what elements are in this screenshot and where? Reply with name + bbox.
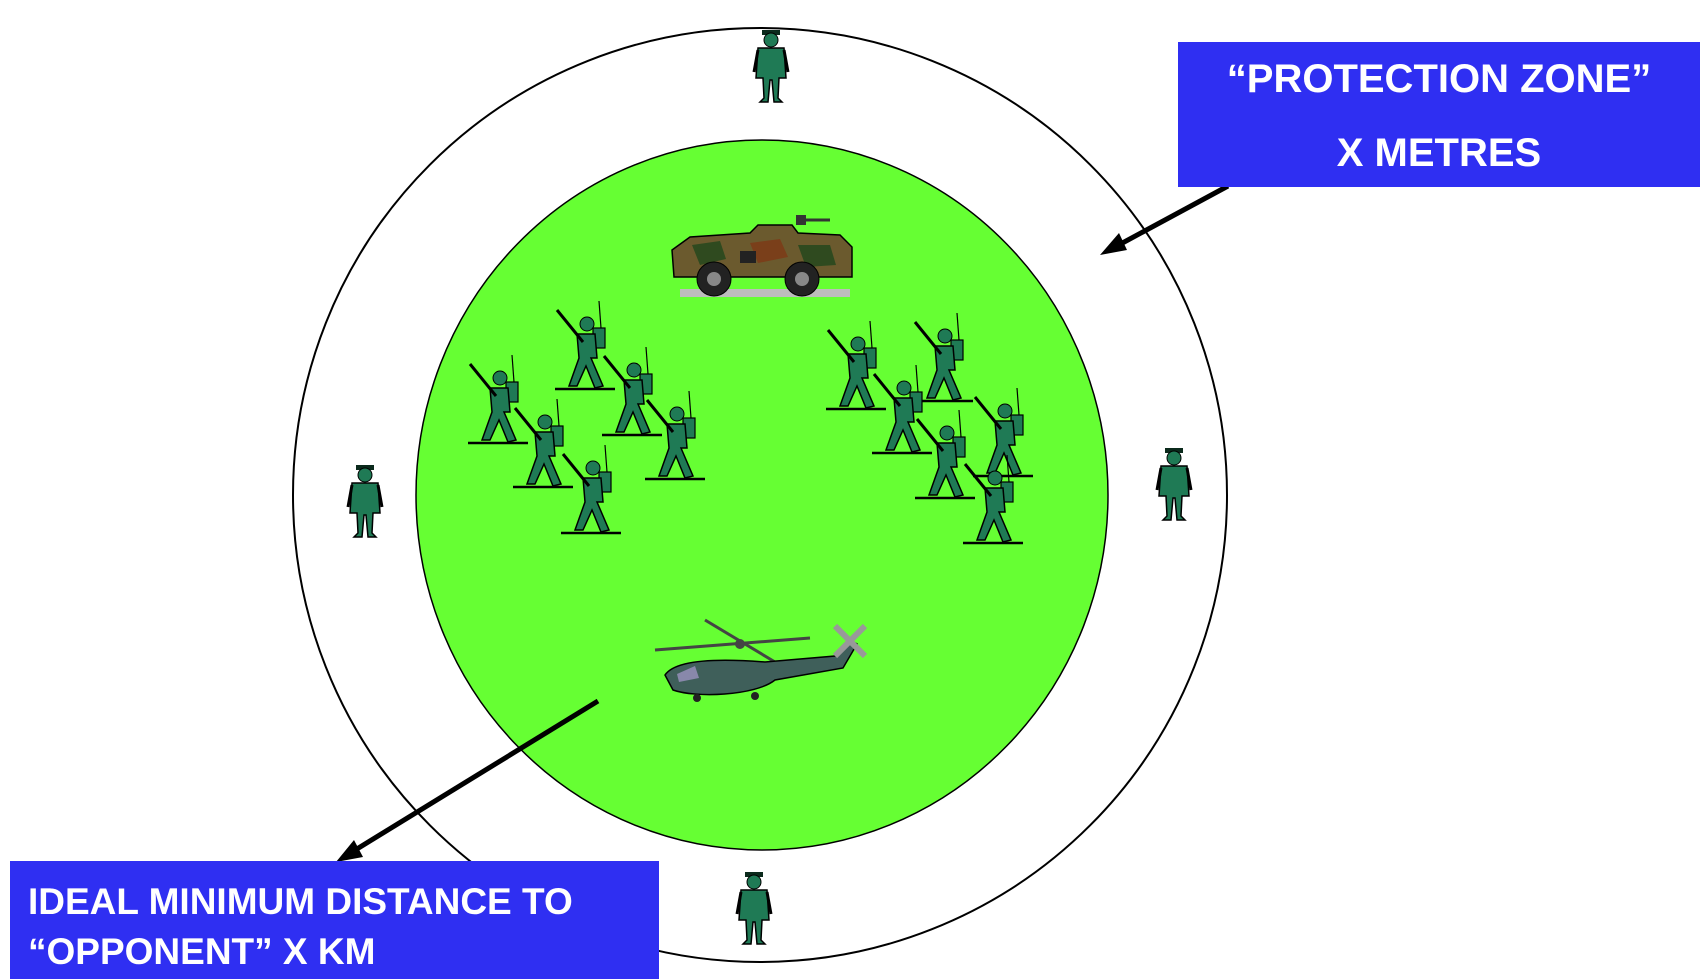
minimum-distance-line-1: IDEAL MINIMUM DISTANCE TO — [28, 881, 573, 922]
protection-zone-distance: X METRES — [1336, 131, 1542, 175]
helicopter-icon — [654, 618, 868, 702]
armored-vehicle-icon — [671, 215, 853, 297]
protection-zone-arrow — [1100, 183, 1230, 255]
protection-zone-title: “PROTECTION ZONE” — [1226, 57, 1652, 101]
minimum-distance-label: IDEAL MINIMUM DISTANCE TO “OPPONENT” X K… — [10, 861, 659, 979]
minimum-distance-line-2: “OPPONENT” X KM — [28, 931, 376, 972]
minimum-distance-arrow — [336, 698, 600, 862]
protection-zone-label: “PROTECTION ZONE” X METRES — [1178, 42, 1700, 187]
